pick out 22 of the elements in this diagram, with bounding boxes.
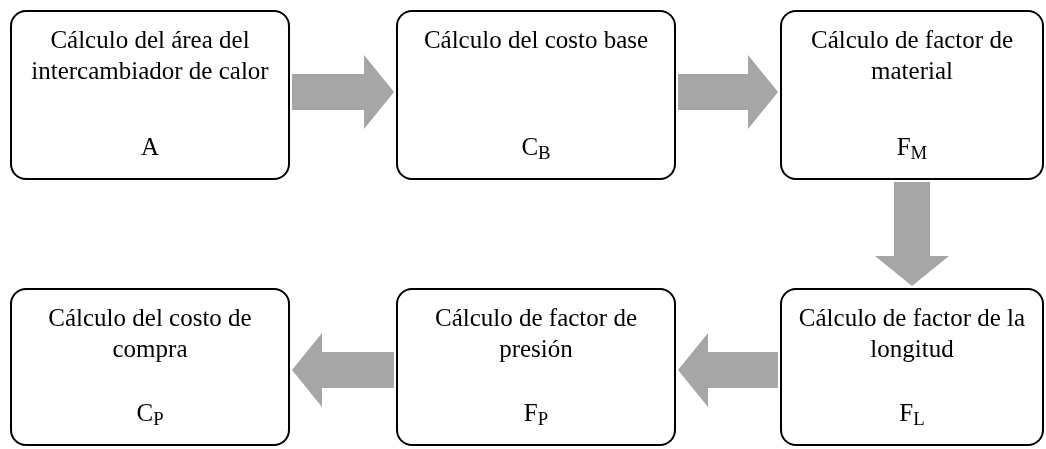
step-label: Cálculo del costo de compra	[47, 303, 253, 365]
step-label: Cálculo de factor de la longitud	[797, 303, 1027, 365]
process-box	[10, 288, 290, 446]
process-box	[396, 10, 676, 180]
process-box	[396, 288, 676, 446]
block-arrow	[292, 333, 394, 407]
process-box	[780, 288, 1044, 446]
step-label: Cálculo del área del intercambiador de calor	[30, 25, 270, 87]
variable-symbol: F$_{P}$	[523, 397, 549, 428]
block-arrow	[292, 55, 394, 129]
variable-symbol: C$_{B}$	[521, 131, 551, 162]
step-label: Cálculo de factor de material	[810, 25, 1014, 87]
step-label: Cálculo del costo base	[423, 25, 649, 55]
variable-symbol: F$_{M}$	[896, 131, 928, 162]
step-label: Cálculo de factor de presión	[434, 303, 638, 365]
block-arrow	[875, 182, 949, 286]
variable-symbol: A	[140, 131, 160, 162]
process-box	[780, 10, 1044, 180]
process-box	[10, 10, 290, 180]
variable-symbol: F$_{L}$	[899, 397, 925, 428]
block-arrow	[678, 55, 778, 129]
variable-symbol: C$_{P}$	[136, 397, 164, 428]
